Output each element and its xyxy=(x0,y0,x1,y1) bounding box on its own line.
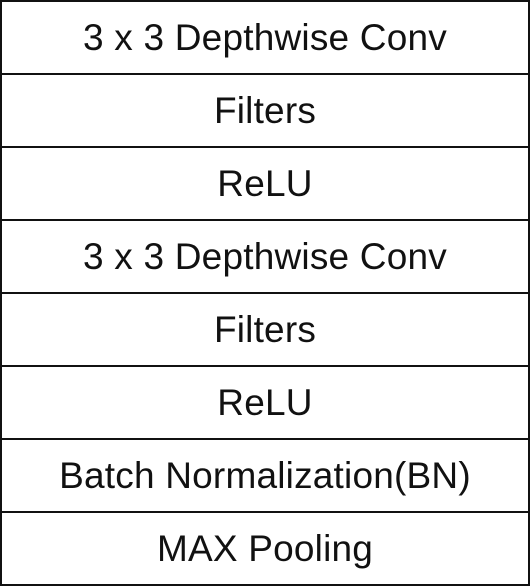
layer-label: Filters xyxy=(213,89,317,131)
layer-label: MAX Pooling xyxy=(156,527,374,569)
layer-batch-normalization: Batch Normalization(BN) xyxy=(2,440,528,513)
layer-depthwise-conv-2: 3 x 3 Depthwise Conv xyxy=(2,221,528,294)
layer-max-pooling: MAX Pooling xyxy=(2,513,528,584)
layer-label: 3 x 3 Depthwise Conv xyxy=(83,235,447,277)
layer-label: Batch Normalization(BN) xyxy=(59,454,471,496)
layer-label: Filters xyxy=(213,308,317,350)
layer-relu-1: ReLU xyxy=(2,148,528,221)
layer-filters-2: Filters xyxy=(2,294,528,367)
layer-label: ReLU xyxy=(217,381,313,423)
layer-filters-1: Filters xyxy=(2,75,528,148)
layer-label: ReLU xyxy=(217,162,313,204)
layer-label: 3 x 3 Depthwise Conv xyxy=(83,16,447,58)
layer-relu-2: ReLU xyxy=(2,367,528,440)
layer-depthwise-conv-1: 3 x 3 Depthwise Conv xyxy=(2,2,528,75)
